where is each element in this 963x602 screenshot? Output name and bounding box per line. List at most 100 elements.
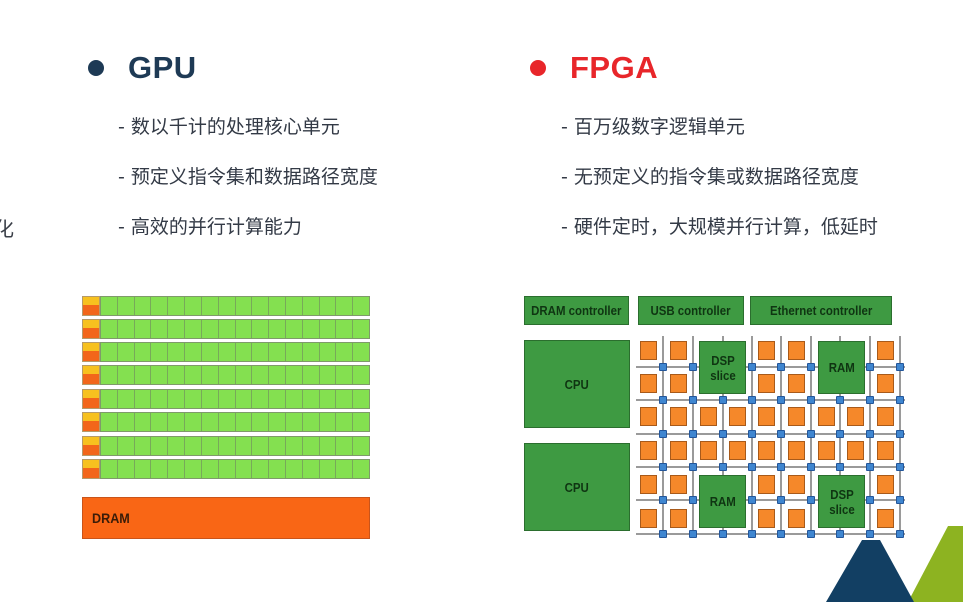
gpu-alu-cell: [336, 437, 354, 455]
switch-node-icon: [748, 530, 756, 538]
gpu-alu-cell: [285, 460, 303, 478]
logic-block-icon: [818, 407, 835, 426]
gpu-alu-cell: [134, 437, 152, 455]
ethernet-controller-label: Ethernet controller: [769, 303, 873, 318]
logic-block-icon: [758, 475, 775, 494]
gpu-alu-cell: [353, 460, 369, 478]
logic-block-icon: [847, 441, 864, 460]
gpu-alu-strip: [100, 319, 370, 339]
gpu-control-cache: [82, 436, 100, 456]
gpu-alu-cell: [252, 437, 270, 455]
switch-node-icon: [689, 463, 697, 471]
gpu-alu-cell: [185, 343, 202, 361]
gpu-alu-cell: [235, 366, 253, 384]
switch-node-icon: [777, 363, 785, 371]
switch-node-icon: [659, 363, 667, 371]
gpu-control-cache: [82, 459, 100, 479]
gpu-alu-cell: [302, 413, 320, 431]
gpu-alu-cell: [336, 390, 354, 408]
logic-block-icon: [877, 475, 894, 494]
switch-node-icon: [659, 396, 667, 404]
gpu-alu-cell: [117, 437, 135, 455]
switch-node-icon: [719, 396, 727, 404]
gpu-cache-cell: [83, 460, 99, 468]
fpga-title: FPGA: [570, 50, 659, 85]
gpu-alu-cell: [117, 366, 135, 384]
gpu-alu-cell: [269, 343, 286, 361]
gpu-alu-cell: [336, 460, 354, 478]
gpu-alu-cell: [168, 343, 186, 361]
switch-node-icon: [748, 496, 756, 504]
gpu-alu-cell: [218, 343, 236, 361]
switch-node-icon: [659, 430, 667, 438]
gpu-control-cache: [82, 365, 100, 385]
fpga-point: - 无预定义的指令集或数据路径宽度: [561, 166, 859, 188]
gpu-alu-cell: [134, 390, 152, 408]
block-label: RAM: [709, 494, 736, 509]
gpu-alu-cell: [252, 297, 270, 315]
switch-node-icon: [807, 363, 815, 371]
gpu-alu-cell: [101, 460, 118, 478]
gpu-cache-cell: [83, 437, 99, 445]
gpu-alu-cell: [185, 413, 202, 431]
fpga-point: - 百万级数字逻辑单元: [561, 116, 745, 138]
gpu-alu-cell: [319, 343, 337, 361]
block-label: DSP slice: [828, 486, 855, 517]
switch-node-icon: [659, 496, 667, 504]
switch-node-icon: [896, 463, 904, 471]
dram-controller-label: DRAM controller: [531, 303, 622, 318]
gpu-dram-block: DRAM: [82, 497, 370, 539]
gpu-alu-cell: [134, 366, 152, 384]
fpga-ram-block: RAM: [699, 475, 746, 528]
switch-node-icon: [689, 396, 697, 404]
logic-block-icon: [758, 374, 775, 393]
gpu-alu-cell: [134, 320, 152, 338]
switch-node-icon: [748, 396, 756, 404]
gpu-alu-cell: [151, 413, 169, 431]
logic-block-icon: [877, 407, 894, 426]
switch-node-icon: [836, 430, 844, 438]
gpu-alu-cell: [353, 390, 369, 408]
switch-node-icon: [866, 363, 874, 371]
gpu-alu-cell: [101, 413, 118, 431]
block-label: DSP slice: [709, 352, 736, 383]
gpu-alu-cell: [302, 297, 320, 315]
fpga-cpu-block: CPU: [524, 340, 630, 428]
logic-block-icon: [640, 509, 657, 528]
fpga-dram-controller: DRAM controller: [524, 296, 629, 325]
gpu-alu-cell: [353, 366, 369, 384]
gpu-alu-cell: [201, 320, 219, 338]
gpu-core-row: [82, 436, 370, 456]
gpu-alu-cell: [302, 343, 320, 361]
logic-block-icon: [640, 374, 657, 393]
logic-block-icon: [670, 475, 687, 494]
switch-node-icon: [836, 530, 844, 538]
switch-node-icon: [689, 363, 697, 371]
gpu-control-cell: [83, 398, 99, 408]
gpu-alu-cell: [285, 343, 303, 361]
gpu-alu-cell: [336, 366, 354, 384]
gpu-alu-cell: [319, 320, 337, 338]
switch-node-icon: [748, 463, 756, 471]
gpu-alu-strip: [100, 459, 370, 479]
gpu-cache-cell: [83, 320, 99, 328]
gpu-control-cell: [83, 421, 99, 431]
switch-node-icon: [896, 530, 904, 538]
switch-node-icon: [777, 430, 785, 438]
switch-node-icon: [659, 463, 667, 471]
gpu-alu-cell: [218, 320, 236, 338]
gpu-alu-cell: [235, 297, 253, 315]
gpu-alu-cell: [168, 297, 186, 315]
logic-block-icon: [670, 374, 687, 393]
gpu-alu-cell: [353, 297, 369, 315]
switch-node-icon: [689, 430, 697, 438]
gpu-control-cache: [82, 389, 100, 409]
left-edge-fragment: 化: [0, 217, 14, 241]
gpu-alu-cell: [101, 366, 118, 384]
logic-block-icon: [758, 509, 775, 528]
gpu-alu-cell: [151, 343, 169, 361]
logic-block-icon: [700, 407, 717, 426]
switch-node-icon: [866, 396, 874, 404]
gpu-bullet-list: - 数以千计的处理核心单元 - 预定义指令集和数据路径宽度 - 高效的并行计算能…: [118, 112, 378, 262]
